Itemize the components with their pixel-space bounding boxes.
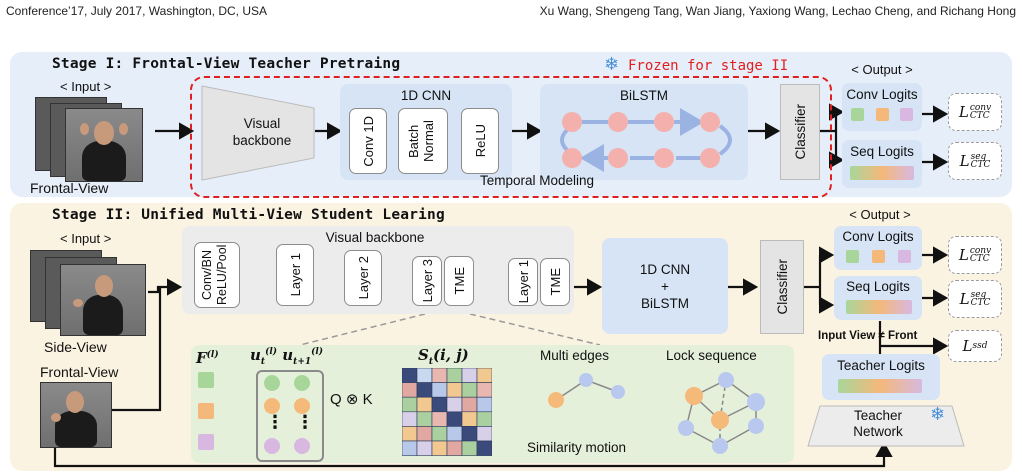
teacher-network-shape bbox=[807, 405, 965, 447]
batch-normal-label: Batch Normal bbox=[406, 120, 436, 162]
layer1b-block: Layer 1 bbox=[508, 258, 538, 306]
orange-cube bbox=[876, 108, 889, 121]
stage1-conv-logits: Conv Logits bbox=[846, 87, 918, 102]
stage1-seq-logits: Seq Logits bbox=[850, 144, 914, 159]
frozen-label: Frozen for stage II bbox=[628, 58, 789, 74]
layer2-label: Layer 2 bbox=[355, 256, 371, 300]
lock-sequence-label: Lock sequence bbox=[666, 348, 757, 363]
u-symbols: ut(l) ut+1(l) bbox=[250, 346, 324, 367]
teacher-logits: Teacher Logits bbox=[837, 358, 925, 373]
lock-sequence-graph bbox=[678, 372, 765, 454]
relu-block: ReLU bbox=[461, 108, 499, 174]
similarity-matrix-symbol: St(i, j) bbox=[418, 346, 469, 367]
stage2-output-label: < Output > bbox=[849, 207, 911, 222]
conv-bn-label: Conv/BN ReLU/Pool bbox=[200, 244, 229, 306]
stage2-classifier: Classifier bbox=[760, 240, 804, 334]
similarity-motion-label: Similarity motion bbox=[527, 440, 627, 455]
stage2-seq-logits: Seq Logits bbox=[846, 279, 910, 294]
stage2-side-view-label: Side-View bbox=[44, 339, 107, 355]
conference-header: Conference’17, July 2017, Washington, DC… bbox=[6, 4, 268, 18]
conv1d-block: Conv 1D bbox=[349, 108, 387, 174]
stage2-frontal-view-label: Frontal-View bbox=[40, 364, 119, 380]
seq-gradient-bar bbox=[846, 300, 912, 314]
stage1-view-label: Frontal-View bbox=[30, 180, 109, 196]
layer3-label: Layer 3 bbox=[419, 259, 435, 303]
cnn-bilstm-line3: BiLSTM bbox=[640, 295, 689, 311]
stage1-classifier-label: Classifier bbox=[792, 104, 808, 160]
relu-label: ReLU bbox=[472, 124, 488, 158]
u-vector-box bbox=[256, 370, 324, 462]
stage2-side-frame bbox=[60, 264, 146, 336]
tme-block: TME bbox=[444, 256, 474, 306]
teacher-network: Teacher Network bbox=[853, 408, 903, 439]
tme2-label: TME bbox=[547, 268, 563, 296]
cnn-bilstm-line2: + bbox=[661, 278, 669, 294]
stage2-title: Stage II: Unified Multi-View Student Lea… bbox=[52, 207, 445, 223]
conv-bn-block: Conv/BN ReLU/Pool bbox=[194, 242, 240, 308]
snowflake-icon: ❄ bbox=[930, 404, 946, 424]
green-cube bbox=[851, 108, 864, 121]
input-view-condition: Input View ≠ Front bbox=[818, 330, 918, 342]
stage1-title: Stage I: Frontal-View Teacher Pretraing bbox=[52, 56, 401, 72]
u-node bbox=[264, 398, 280, 414]
stage1-input-label: < Input > bbox=[60, 79, 112, 94]
snowflake-icon: ❄ bbox=[604, 54, 620, 74]
seq-gradient-bar bbox=[850, 166, 914, 180]
layer1-block: Layer 1 bbox=[276, 244, 314, 306]
stage1-visual-backbone-shape bbox=[201, 85, 315, 181]
stage2-input-label: < Input > bbox=[60, 231, 112, 246]
stage2-frontal-frame bbox=[40, 382, 112, 448]
stage1-frontal-frame bbox=[65, 108, 143, 182]
multi-edges-graph bbox=[548, 373, 625, 408]
stage1-classifier: Classifier bbox=[780, 84, 820, 180]
conv1d-label: Conv 1D bbox=[360, 115, 376, 167]
similarity-matrix bbox=[402, 368, 492, 456]
green-cube bbox=[846, 250, 859, 263]
layer1-label: Layer 1 bbox=[287, 253, 303, 297]
stage2-cnn-bilstm: 1D CNN + BiLSTM bbox=[602, 238, 728, 334]
frozen-region bbox=[190, 76, 832, 198]
qk-operator: Q ⊗ K bbox=[330, 391, 373, 408]
stage1-output-label: < Output > bbox=[851, 62, 913, 77]
layer2-block: Layer 2 bbox=[344, 250, 382, 306]
tme2-block: TME bbox=[540, 258, 570, 306]
u-node bbox=[264, 375, 280, 391]
stage1-conv-logits-box bbox=[842, 83, 922, 131]
feature-purple-cube bbox=[198, 434, 214, 450]
stage1-bilstm-title: BiLSTM bbox=[619, 88, 668, 103]
temporal-modeling-label: Temporal Modeling bbox=[480, 173, 595, 188]
batch-normal-block: Batch Normal bbox=[398, 108, 448, 174]
multi-edges-label: Multi edges bbox=[540, 348, 610, 363]
feature-green-cube bbox=[198, 372, 214, 388]
stage1-visual-backbone: Visual backbone bbox=[232, 116, 292, 148]
cnn-bilstm-line1: 1D CNN bbox=[639, 261, 691, 277]
bilstm-graph bbox=[548, 104, 732, 178]
layer3-block: Layer 3 bbox=[412, 256, 442, 306]
purple-cube bbox=[900, 108, 913, 121]
orange-cube bbox=[872, 250, 885, 263]
teacher-gradient-bar bbox=[838, 379, 922, 393]
u-node bbox=[294, 438, 310, 454]
stage1-cnn-title: 1D CNN bbox=[400, 88, 452, 103]
u-dots-right: ⋮ bbox=[296, 412, 314, 432]
authors-header: Xu Wang, Shengeng Tang, Wan Jiang, Yaxio… bbox=[539, 4, 1016, 18]
u-node bbox=[294, 375, 310, 391]
purple-cube bbox=[898, 250, 911, 263]
u-node bbox=[294, 398, 310, 414]
u-dots-left: ⋮ bbox=[266, 412, 284, 432]
stage1-seq-logits-box bbox=[842, 140, 922, 188]
tme-label: TME bbox=[451, 267, 467, 295]
feature-symbol: F(l) bbox=[196, 349, 219, 367]
stage2-conv-logits: Conv Logits bbox=[842, 229, 914, 244]
feature-orange-cube bbox=[198, 403, 214, 419]
u-node bbox=[264, 438, 280, 454]
stage2-classifier-label: Classifier bbox=[774, 259, 790, 315]
layer1b-label: Layer 1 bbox=[515, 260, 531, 304]
stage2-visual-backbone: Visual backbone bbox=[325, 230, 425, 245]
